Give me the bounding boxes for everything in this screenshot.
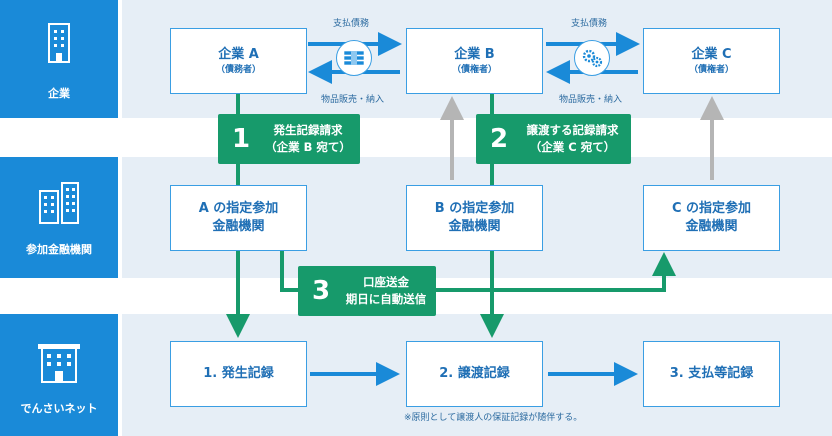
record-1-title: 1. 発生記録	[203, 366, 274, 381]
record-3-title: 3. 支払等記録	[669, 366, 754, 381]
label-sales-2: 物品販売・納入	[559, 95, 623, 105]
company-c-sub: （債権者）	[688, 65, 734, 75]
step-3-line2: 期日に自動送信	[345, 292, 427, 306]
step-1-number: 1	[231, 124, 251, 154]
step-2-line1: 譲渡する記録請求	[526, 123, 619, 137]
step-1-line2: （企業 B 宛て）	[265, 140, 351, 154]
label-sales-1: 物品販売・納入	[321, 95, 385, 105]
gears-icon	[574, 40, 610, 76]
company-a-box: 企業 A （債務者）	[170, 28, 307, 94]
step-2-box: 2 譲渡する記録請求 （企業 C 宛て）	[476, 114, 631, 164]
step-1-box: 1 発生記録請求 （企業 B 宛て）	[218, 114, 360, 164]
step-2-text: 譲渡する記録請求 （企業 C 宛て）	[514, 122, 631, 156]
record-1-box: 1. 発生記録	[170, 341, 307, 407]
label-debt-2: 支払債務	[571, 19, 608, 29]
bank-a-box: A の指定参加 金融機関	[170, 185, 307, 251]
company-c-title: 企業 C	[691, 47, 732, 62]
bank-a-line2: 金融機関	[212, 219, 265, 234]
step-3-line1: 口座送金	[363, 275, 409, 289]
side-bank: 参加金融機関	[0, 157, 118, 278]
step-2-line2: （企業 C 宛て）	[529, 140, 616, 154]
bank-b-line1: B の指定参加	[434, 201, 515, 216]
record-2-box: 2. 譲渡記録	[406, 341, 543, 407]
record-3-box: 3. 支払等記録	[643, 341, 780, 407]
company-a-sub: （債務者）	[215, 65, 261, 75]
buildings-icon	[39, 182, 79, 224]
step-3-text: 口座送金 期日に自動送信	[336, 274, 436, 308]
company-b-sub: （債権者）	[451, 65, 497, 75]
bank-c-line2: 金融機関	[685, 219, 738, 234]
bank-c-line1: C の指定参加	[671, 201, 752, 216]
side-company: 企業	[0, 0, 118, 118]
bank-b-line2: 金融機関	[448, 219, 501, 234]
side-company-label: 企業	[48, 87, 70, 100]
side-bank-label: 参加金融機関	[26, 243, 92, 256]
side-densai-label: でんさいネット	[20, 402, 98, 415]
company-b-title: 企業 B	[454, 47, 495, 62]
step-3-box: 3 口座送金 期日に自動送信	[298, 266, 436, 316]
office-building-icon	[38, 344, 80, 383]
company-a-title: 企業 A	[218, 47, 259, 62]
bank-a-line1: A の指定参加	[198, 201, 279, 216]
footnote: ※原則として譲渡人の保証記録が随伴する。	[404, 413, 583, 423]
step-2-number: 2	[489, 124, 509, 154]
arrow-step3-path	[280, 251, 676, 292]
company-b-box: 企業 B （債権者）	[406, 28, 543, 94]
step-1-text: 発生記録請求 （企業 B 宛て）	[256, 122, 360, 156]
company-c-box: 企業 C （債権者）	[643, 28, 780, 94]
bank-b-box: B の指定参加 金融機関	[406, 185, 543, 251]
label-debt-1: 支払債務	[333, 19, 370, 29]
money-icon	[336, 40, 372, 76]
step-3-number: 3	[311, 276, 331, 306]
building-icon	[48, 23, 70, 63]
record-2-title: 2. 譲渡記録	[439, 366, 510, 381]
side-densai: でんさいネット	[0, 314, 118, 436]
bank-c-box: C の指定参加 金融機関	[643, 185, 780, 251]
step-1-line1: 発生記録請求	[273, 123, 343, 137]
